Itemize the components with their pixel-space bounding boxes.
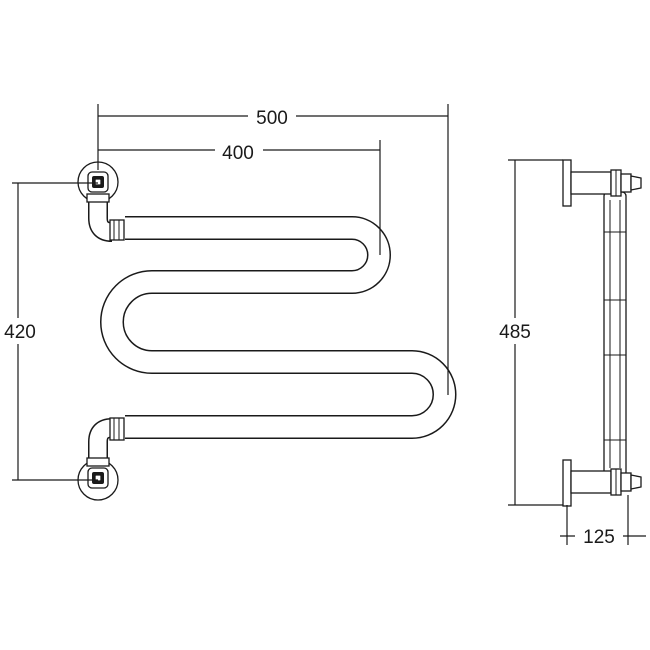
dimension-depth: 125	[560, 495, 646, 548]
height-front-label: 420	[4, 322, 36, 343]
top-elbow-nut	[86, 193, 110, 203]
height-side-label: 485	[499, 322, 531, 343]
dimension-height-front: 420	[0, 182, 98, 481]
bottom-mount	[77, 417, 125, 501]
overall-width-label: 500	[256, 108, 288, 129]
dimension-inlet-width: 400	[98, 139, 381, 255]
serpentine-pipe	[100, 216, 457, 439]
bottom-pipe-coupling	[109, 417, 125, 441]
dimension-height-side: 485	[494, 159, 563, 506]
side-top-bracket	[562, 159, 642, 207]
side-view: 485 125	[494, 159, 646, 548]
top-mount	[77, 161, 125, 242]
inlet-width-label: 400	[222, 143, 254, 164]
side-bottom-bracket	[562, 459, 642, 507]
side-vertical-pipe	[603, 191, 627, 477]
depth-label: 125	[583, 527, 615, 548]
top-pipe-coupling	[109, 219, 125, 241]
bottom-elbow-nut	[86, 457, 110, 467]
front-view: 500 400 420	[0, 104, 457, 501]
dimension-overall-width: 500	[97, 104, 449, 395]
